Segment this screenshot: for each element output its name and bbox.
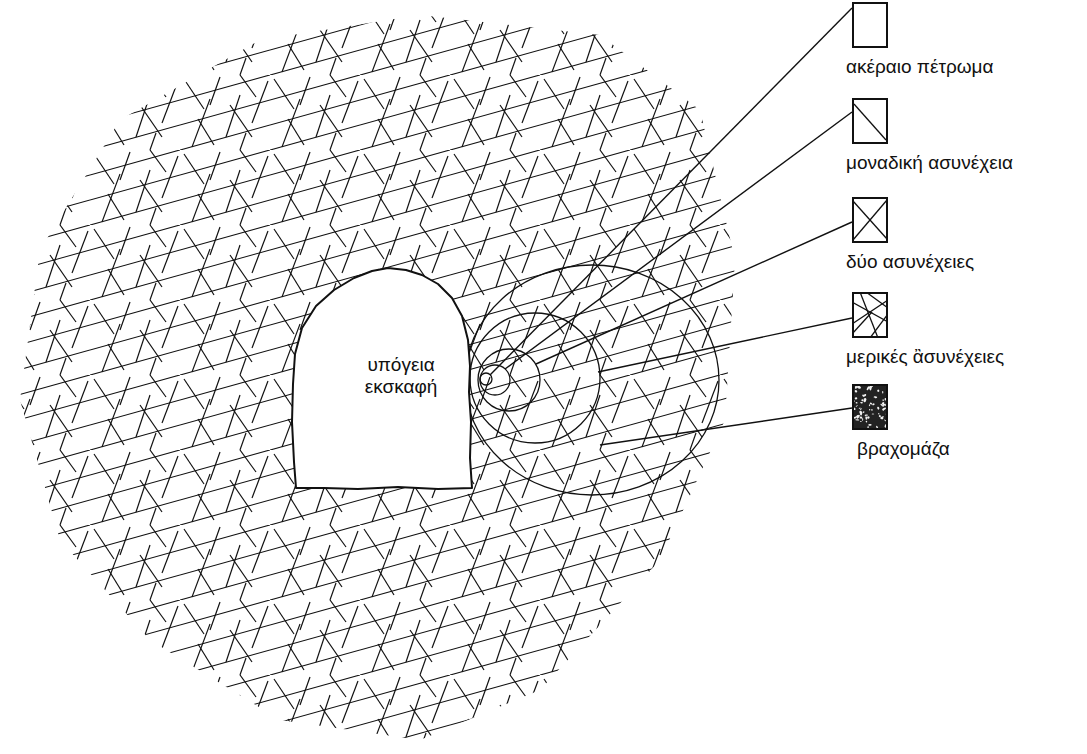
- rock-fragment: [863, 398, 867, 403]
- several-joints-circle: [470, 313, 600, 443]
- rock-fragment: [880, 417, 883, 420]
- rock-fragment: [865, 416, 867, 420]
- rock-fragment: [878, 413, 879, 415]
- rock-fragment: [869, 409, 871, 411]
- rock-fragment: [877, 389, 880, 392]
- rock-fragment: [872, 403, 875, 405]
- rock-fragment: [867, 426, 869, 428]
- leader-lines: [490, 8, 852, 445]
- rock-fragment: [859, 408, 861, 409]
- rock-fragment: [865, 414, 869, 416]
- excavation-shape: υπόγεια εκσκαφή: [288, 262, 474, 490]
- sample-square: [852, 98, 888, 144]
- rock-fragment: [882, 407, 887, 411]
- sample-border: [853, 3, 887, 47]
- joint-line: [853, 200, 887, 240]
- rock-fragment: [865, 420, 867, 422]
- excavation-label: υπόγεια εκσκαφή: [351, 354, 451, 398]
- rock-fragment: [859, 416, 862, 419]
- several-joints-sample: μερικές ἂσυνέχειες: [846, 292, 1004, 368]
- rock-fragment: [860, 402, 863, 404]
- sample-square: [852, 197, 888, 243]
- rock-fragment: [855, 397, 858, 399]
- joint-line: [852, 312, 872, 334]
- sample-label: μερικές ἂσυνέχειες: [846, 346, 1004, 368]
- sample-label: ακέραιο πέτρωμα: [846, 56, 993, 78]
- sample-border: [853, 293, 887, 337]
- rock-fragment: [856, 405, 858, 407]
- sample-square: [852, 292, 888, 338]
- rock-fragment: [855, 387, 857, 389]
- sample-ground: [852, 197, 888, 243]
- intact-rock-sample: ακέραιο πέτρωμα: [846, 2, 993, 78]
- joint-line: [870, 314, 888, 338]
- leader-line: [490, 8, 852, 375]
- joint-line: [853, 201, 887, 239]
- rock-fragment: [872, 413, 875, 415]
- rock-fragment: [874, 396, 877, 398]
- rock-fragment: [862, 394, 865, 397]
- rock-fragment: [882, 391, 883, 394]
- sample-ground: [852, 2, 888, 48]
- sample-border: [853, 198, 887, 242]
- sample-label: βραχομάζα: [857, 438, 950, 460]
- joint-line: [854, 104, 886, 140]
- rock-mass-sample: βραχομάζα: [846, 384, 950, 460]
- sample-border: [853, 99, 887, 143]
- rock-fragment: [882, 399, 884, 401]
- rock-fragment: [860, 421, 862, 422]
- rock-fragment: [882, 403, 886, 406]
- jointed-rock-hatching: [0, 0, 760, 754]
- excavation-outline: [292, 268, 472, 489]
- excavation-text-area: υπόγεια εκσκαφή: [288, 262, 474, 490]
- sample-ground: [852, 292, 888, 338]
- rock-fragment: [869, 404, 871, 406]
- rock-fragment: [855, 419, 859, 421]
- two-joints-sample: δύο ασυνέχειες: [846, 197, 974, 273]
- rock-fragment: [879, 415, 882, 418]
- sample-border: [853, 385, 887, 429]
- sample-label: μοναδική ασυνέχεια: [846, 152, 1013, 174]
- rock-fragment: [866, 386, 870, 391]
- sample-label: δύο ασυνέχειες: [846, 251, 974, 273]
- rock-fragment: [883, 409, 884, 411]
- rock-fragment: [856, 402, 858, 404]
- single-joint-sample: μοναδική ασυνέχεια: [846, 98, 1013, 174]
- joint-line: [866, 292, 888, 308]
- rock-fragment: [862, 411, 864, 413]
- rock-mass-texture: [852, 384, 888, 430]
- rock-fragment: [873, 396, 876, 398]
- leader-line: [505, 112, 852, 369]
- rock-fragment: [856, 415, 860, 419]
- sample-square: [852, 384, 888, 430]
- rock-fragment: [877, 406, 880, 409]
- rock-fragment: [854, 389, 858, 393]
- rock-fragment: [859, 410, 863, 415]
- sample-square: [852, 2, 888, 48]
- two-joints-circle: [478, 349, 540, 411]
- leader-line: [598, 318, 852, 372]
- rock-fragment: [871, 409, 873, 411]
- leader-line: [536, 222, 852, 364]
- sample-ground: [852, 98, 888, 144]
- leader-line: [600, 408, 852, 445]
- rock-fragment: [871, 386, 872, 389]
- rock-fragment: [868, 424, 872, 426]
- rock-fragment: [861, 399, 863, 401]
